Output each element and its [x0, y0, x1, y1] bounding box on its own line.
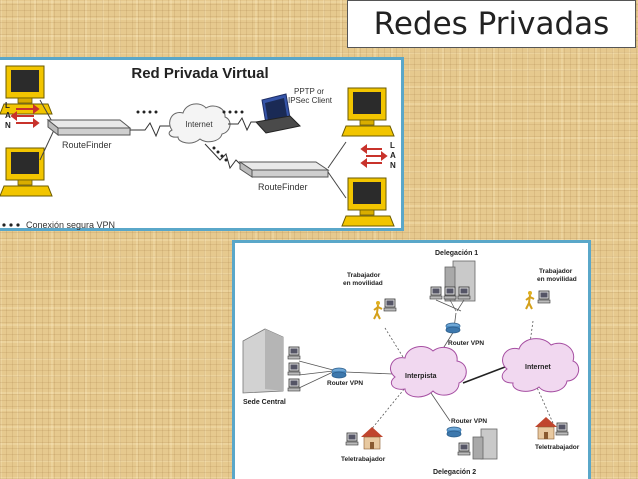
interpista-label: Interpista: [405, 373, 437, 380]
router-bottom-label: Router VPN: [451, 418, 487, 425]
internet-cloud-icon: [168, 103, 231, 144]
mobile-worker-left-laptop-icon: [383, 298, 397, 312]
teletrabajador-left-house-icon: [360, 426, 384, 450]
trabajador-right-line1: Trabajador: [539, 268, 573, 275]
internet-label-1: Internet: [185, 120, 213, 129]
vpn-diagram-panel: Red Privada Virtual L A N RouteFinder: [0, 57, 404, 231]
network-topology-panel: Delegación 1 Router VPN Trabajador en mo…: [232, 240, 591, 479]
teletrabajador-right-label: Teletrabajador: [535, 444, 580, 451]
teletrabajador-left-label: Teletrabajador: [341, 456, 386, 463]
lan-right-arrows: [360, 144, 388, 168]
trabajador-right-line2: en movilidad: [537, 276, 577, 283]
svg-text:N: N: [390, 161, 396, 170]
client-label-line2: IPSec Client: [288, 96, 333, 105]
router-top-label: Router VPN: [448, 340, 484, 347]
sede-central-label: Sede Central: [243, 399, 286, 406]
svg-text:A: A: [390, 151, 396, 160]
legend-dots: [2, 223, 20, 227]
teletrabajador-right-computer-icon: [555, 422, 569, 436]
slide-title-box: Redes Privadas: [347, 0, 636, 48]
router-left-icon: [331, 367, 347, 379]
router-top-icon: [445, 322, 461, 334]
delegacion1-building-icon: [444, 260, 476, 302]
teletrabajador-right-house-icon: [534, 416, 558, 440]
mobile-worker-left-icon: [373, 300, 383, 320]
legend-label: Conexión segura VPN: [26, 220, 115, 230]
laptop-client-icon: [255, 93, 302, 134]
client-label-line1: PPTP or: [294, 87, 324, 96]
right-computer-bottom-icon: [341, 177, 395, 227]
delegacion2-building-icon: [472, 428, 498, 460]
sede-central-building-icon: [242, 328, 284, 394]
mobile-worker-right-icon: [525, 290, 535, 310]
routefinder-right-label: RouteFinder: [258, 182, 308, 192]
interpista-cloud-icon: [390, 346, 467, 398]
lan-left-arrows: [10, 104, 40, 128]
delegacion2-computers-icon: [457, 442, 471, 456]
routefinder-left-label: RouteFinder: [62, 140, 112, 150]
delegacion2-label: Delegación 2: [433, 469, 476, 476]
slide-title: Redes Privadas: [373, 6, 610, 42]
lan-right-label: L A N: [390, 141, 396, 170]
teletrabajador-left-computer-icon: [345, 432, 359, 446]
router-bottom-icon: [446, 426, 462, 438]
svg-text:L: L: [390, 141, 395, 150]
internet-label-2: Internet: [525, 364, 551, 371]
trabajador-left-line2: en movilidad: [343, 280, 383, 287]
vpn-diagram: Red Privada Virtual L A N RouteFinder: [0, 65, 396, 230]
vpn-link-laptop: [222, 110, 244, 114]
routefinder-left-icon: [46, 118, 132, 137]
left-computer-bottom-icon: [0, 147, 53, 197]
router-left-label: Router VPN: [327, 380, 363, 387]
routefinder-right-icon: [238, 161, 330, 178]
network-topology-diagram: Delegación 1 Router VPN Trabajador en mo…: [242, 250, 580, 476]
delegacion1-label: Delegación 1: [435, 250, 478, 257]
delegacion1-computers-icon: [429, 286, 471, 300]
lan-left-label: L A N: [5, 101, 11, 130]
trabajador-left-line1: Trabajador: [347, 272, 381, 279]
sede-central-computers-icon: [287, 346, 301, 392]
vpn-link-right: [212, 146, 228, 162]
svg-text:A: A: [5, 111, 11, 120]
svg-text:N: N: [5, 121, 11, 130]
vpn-link-left: [136, 110, 158, 114]
right-computer-top-icon: [341, 87, 395, 137]
mobile-worker-right-laptop-icon: [537, 290, 551, 304]
svg-text:L: L: [5, 101, 10, 110]
internet-cloud-2-icon: [501, 338, 580, 393]
vpn-diagram-title: Red Privada Virtual: [131, 65, 268, 82]
